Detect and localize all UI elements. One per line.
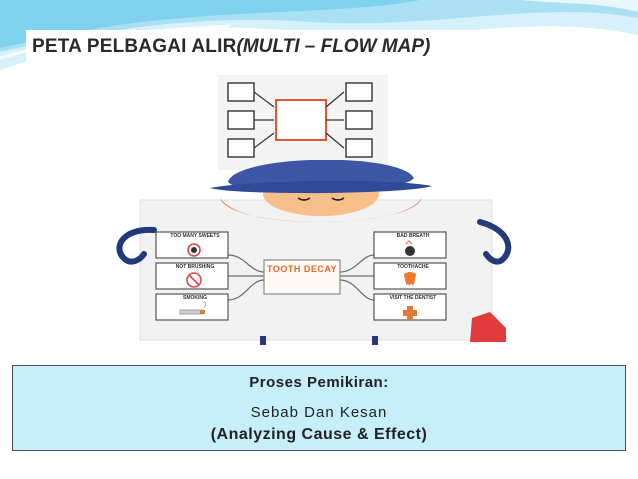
slide-title: PETA PELBAGAI ALIR(MULTI – FLOW MAP) xyxy=(26,30,594,64)
cigarette-icon xyxy=(179,300,206,315)
cause-label-3: SMOKING xyxy=(183,295,207,301)
multi-flow-map-diagram xyxy=(218,75,388,170)
effect-box xyxy=(345,110,373,130)
effect-box xyxy=(345,138,373,158)
caption-box: Proses Pemikiran: Sebab Dan Kesan (Analy… xyxy=(12,365,626,451)
no-brushing-icon xyxy=(186,272,202,288)
cause-box-smoking xyxy=(155,293,229,321)
cause-box xyxy=(227,110,255,130)
no-candy-icon xyxy=(187,243,201,257)
hat-brim xyxy=(210,180,432,194)
effect-label-1: BAD BREATH xyxy=(396,233,430,239)
caption-heading: Proses Pemikiran: xyxy=(249,374,389,391)
title-open-paren: ( xyxy=(236,36,243,57)
bad-breath-icon xyxy=(405,240,415,256)
cause-box xyxy=(227,138,255,158)
left-arm xyxy=(116,226,157,265)
tooth-decay-poster-illustration xyxy=(116,160,512,345)
event-box xyxy=(275,99,327,141)
red-object xyxy=(470,312,506,342)
cause-box-sweets xyxy=(155,231,229,259)
center-event-box xyxy=(263,259,341,295)
caption-subheading: Sebab Dan Kesan xyxy=(250,404,388,421)
title-close-paren: ) xyxy=(424,36,431,57)
effect-label-2: TOOTHACHE xyxy=(397,264,429,270)
caption-english: (Analyzing Cause & Effect) xyxy=(210,426,428,443)
effect-box xyxy=(345,82,373,102)
cause-label-2: NOT BRUSHING xyxy=(175,264,215,270)
title-italic-text: MULTI – FLOW MAP xyxy=(242,36,425,57)
cause-box-brushing xyxy=(155,262,229,290)
title-bold-text: PETA PELBAGAI ALIR xyxy=(32,36,237,57)
dentist-cross-icon xyxy=(403,306,417,320)
toothache-icon xyxy=(404,272,416,286)
center-event-label: TOOTH DECAY xyxy=(266,264,337,274)
effect-label-3: VISIT THE DENTIST xyxy=(389,295,437,301)
cause-label-1: TOO MANY SWEETS xyxy=(170,233,220,239)
cause-box xyxy=(227,82,255,102)
right-arm xyxy=(477,219,512,265)
